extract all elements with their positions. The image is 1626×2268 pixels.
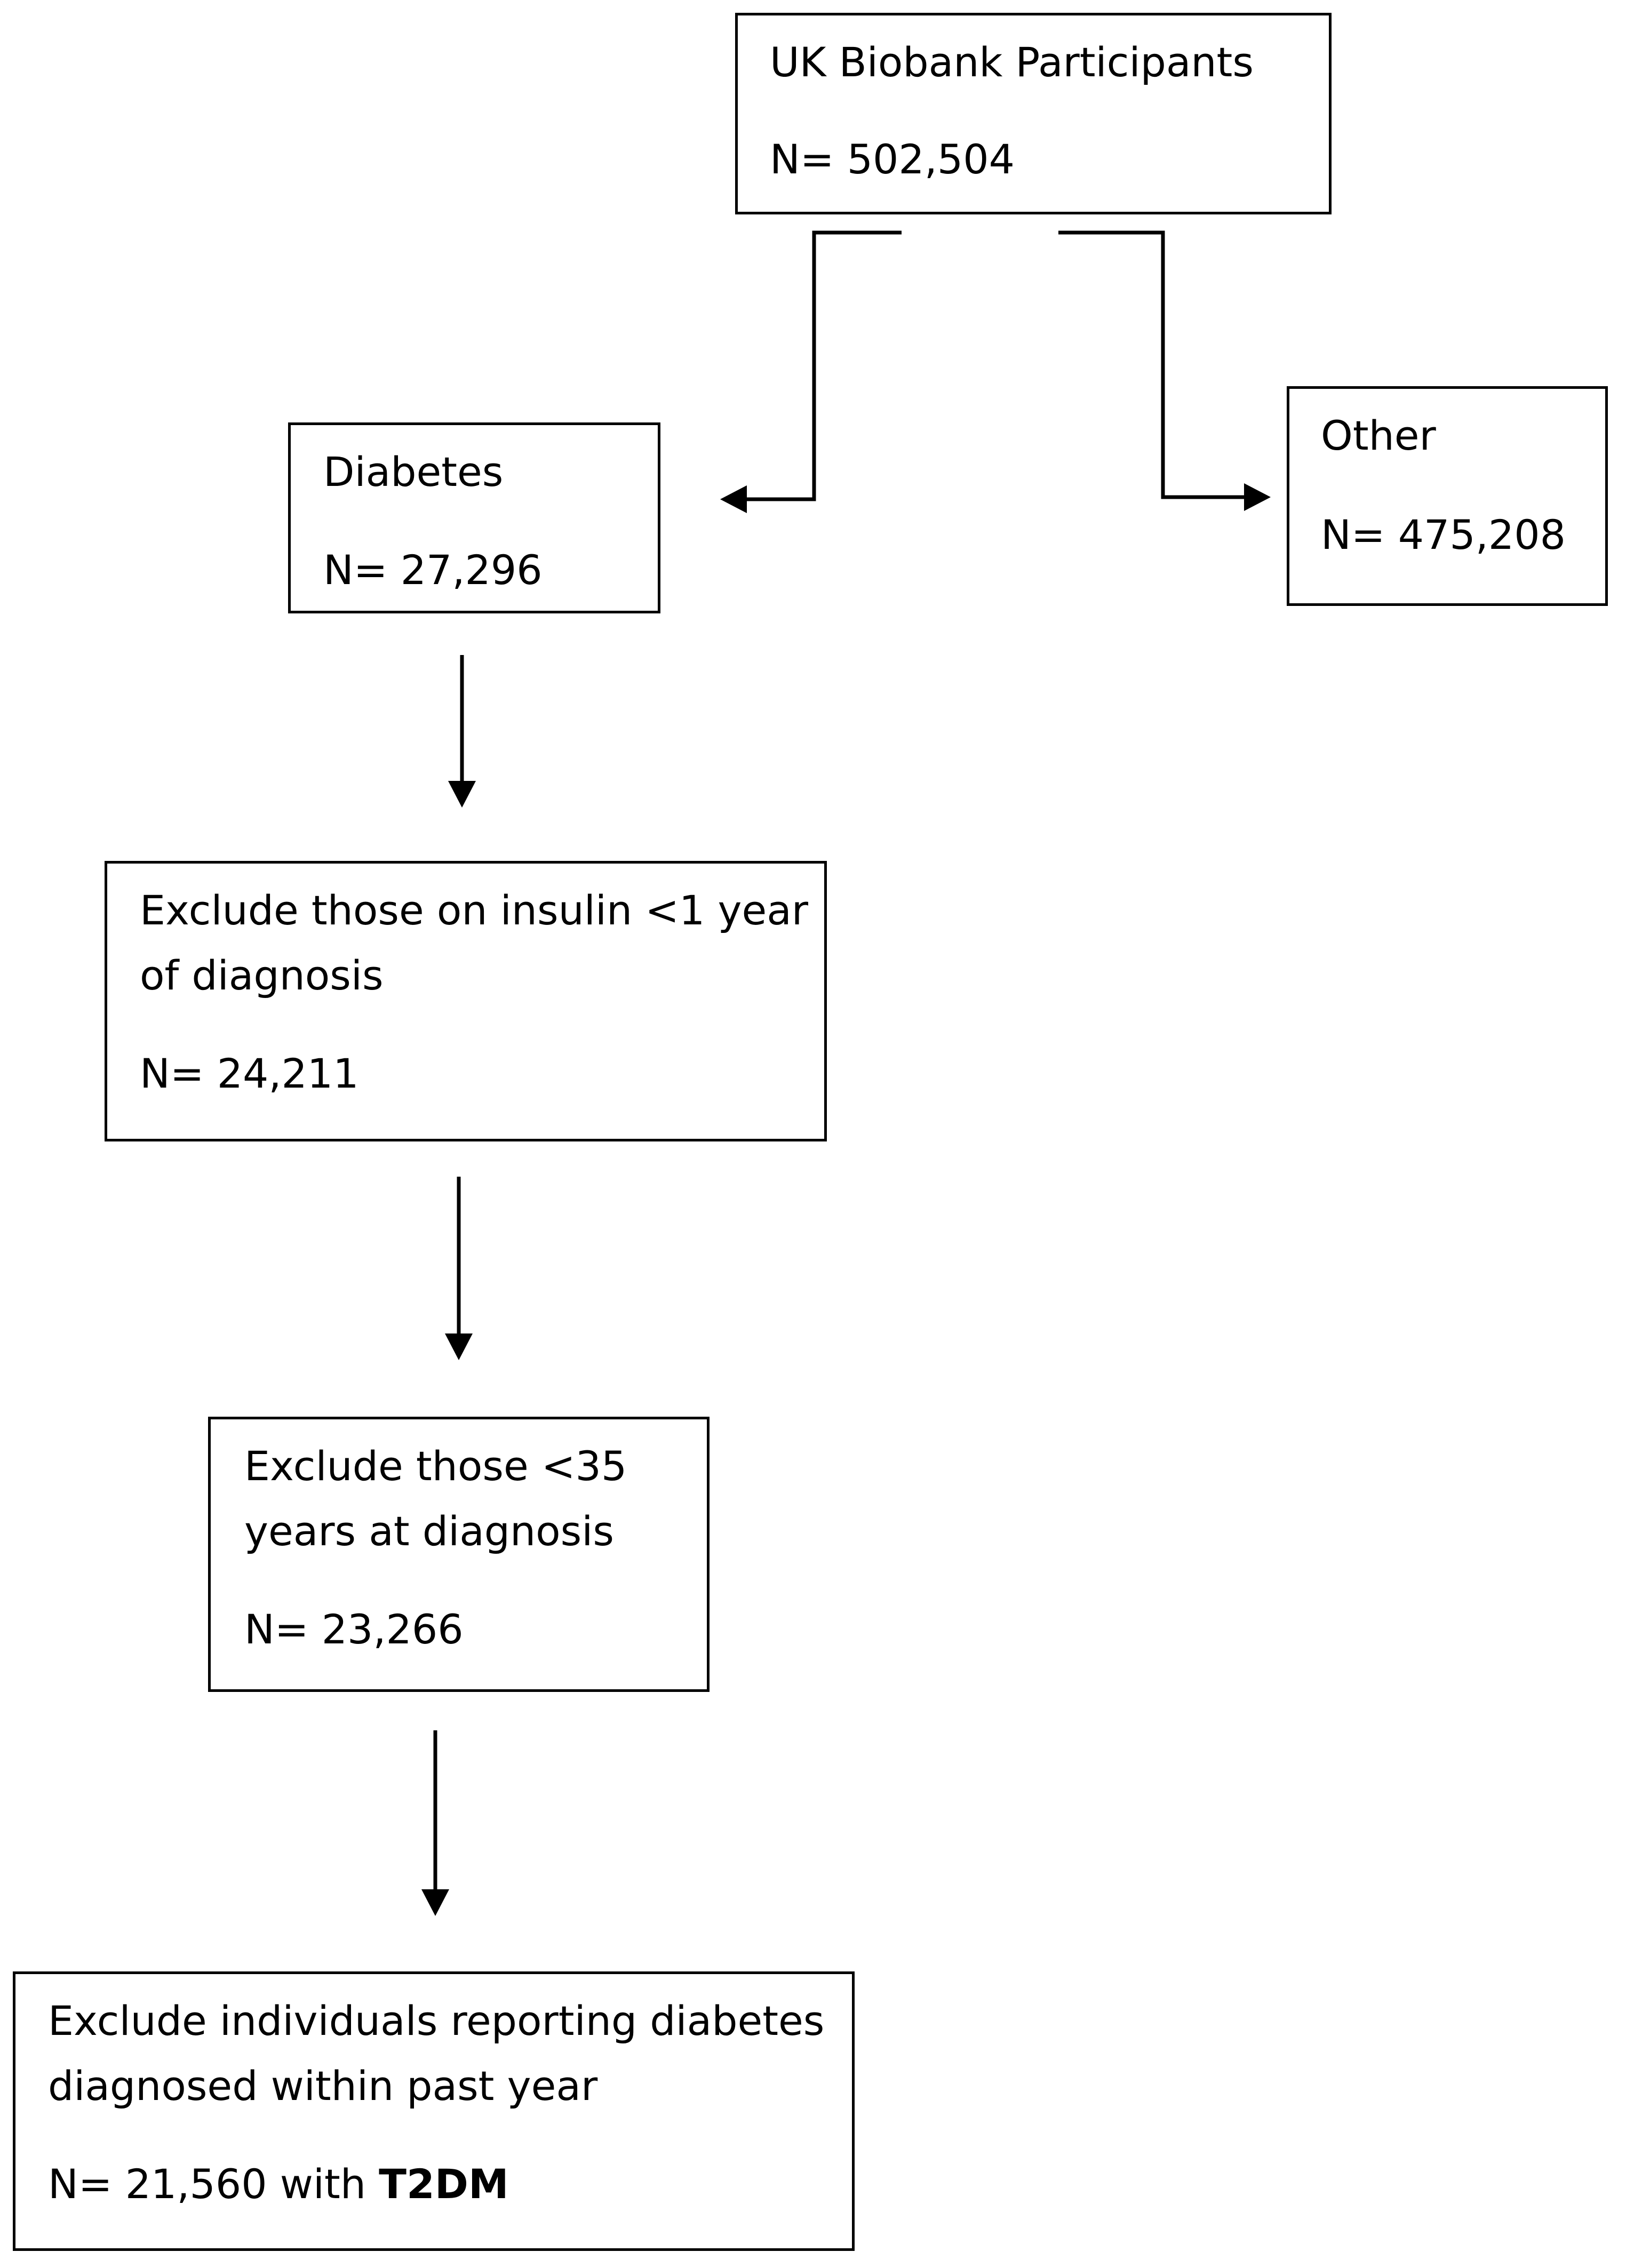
final-count-prefix: N= 21,560 with [48,2160,379,2208]
arrow-participants-to-other [1058,230,1271,511]
node-final-t2dm [13,1971,855,2251]
arrow-diabetes-to-insulin [448,655,476,808]
node-other [1287,386,1608,606]
participants-count: N= 502,504 [770,135,1015,183]
final-label-line2: diagnosed within past year [48,2062,598,2110]
arrow-age-to-final [421,1730,449,1916]
diabetes-count: N= 27,296 [323,546,543,594]
final-label-line1: Exclude individuals reporting diabetes [48,1997,825,2045]
node-exclude-age [208,1417,710,1692]
arrow-insulin-to-age [445,1177,473,1360]
final-count-t2dm: T2DM [379,2160,509,2208]
insulin-label-line1: Exclude those on insulin <1 year [140,887,809,934]
node-diabetes [288,422,660,613]
node-exclude-insulin [105,861,827,1141]
insulin-count: N= 24,211 [140,1050,359,1097]
arrow-participants-to-diabetes [720,230,902,513]
other-count: N= 475,208 [1321,511,1566,558]
age-count: N= 23,266 [244,1606,464,1653]
node-participants [735,13,1332,214]
age-label-line1: Exclude those <35 [244,1442,627,1490]
insulin-label-line2: of diagnosis [140,952,384,999]
diabetes-label: Diabetes [323,448,504,496]
final-count: N= 21,560 with T2DM [48,2152,509,2217]
participants-label: UK Biobank Participants [770,38,1254,86]
age-label-line2: years at diagnosis [244,1507,614,1555]
other-label: Other [1321,412,1436,459]
